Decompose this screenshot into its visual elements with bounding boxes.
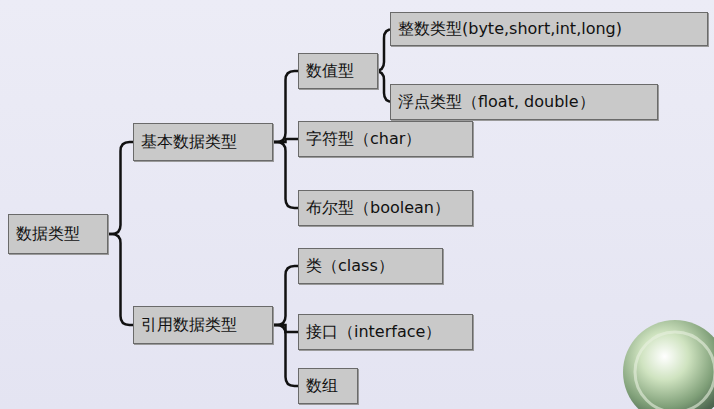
category-box: 引用数据类型 xyxy=(133,306,273,344)
box-label: 基本数据类型 xyxy=(141,132,237,151)
bracket-connector xyxy=(108,142,133,234)
decorative-sphere xyxy=(623,320,714,409)
box-label: 数据类型 xyxy=(16,224,80,243)
bracket-connector xyxy=(273,325,298,386)
box-label: 接口（interface） xyxy=(306,322,441,341)
category-box: 布尔型（boolean） xyxy=(298,190,473,226)
bracket-connector xyxy=(273,71,298,142)
box-label: 浮点类型（float, double） xyxy=(398,92,595,111)
category-box: 数组 xyxy=(298,368,358,404)
decorative-ring xyxy=(635,332,714,409)
category-box: 字符型（char） xyxy=(298,121,473,157)
category-box: 基本数据类型 xyxy=(133,123,273,161)
box-label: 类（class） xyxy=(306,256,394,275)
category-box: 数值型 xyxy=(298,53,378,89)
bracket-connector xyxy=(273,266,298,325)
box-label: 布尔型（boolean） xyxy=(306,198,450,217)
box-label: 整数类型(byte,short,int,long) xyxy=(398,19,622,38)
bracket-connector xyxy=(108,234,133,325)
category-box: 数据类型 xyxy=(8,214,108,254)
category-box: 类（class） xyxy=(298,248,443,284)
box-label: 字符型（char） xyxy=(306,129,421,148)
category-box: 接口（interface） xyxy=(298,314,473,350)
category-box: 浮点类型（float, double） xyxy=(390,84,658,120)
box-label: 数值型 xyxy=(306,61,354,80)
box-label: 引用数据类型 xyxy=(141,315,237,334)
bracket-connector xyxy=(273,142,298,208)
category-box: 整数类型(byte,short,int,long) xyxy=(390,12,708,46)
box-label: 数组 xyxy=(306,376,338,395)
